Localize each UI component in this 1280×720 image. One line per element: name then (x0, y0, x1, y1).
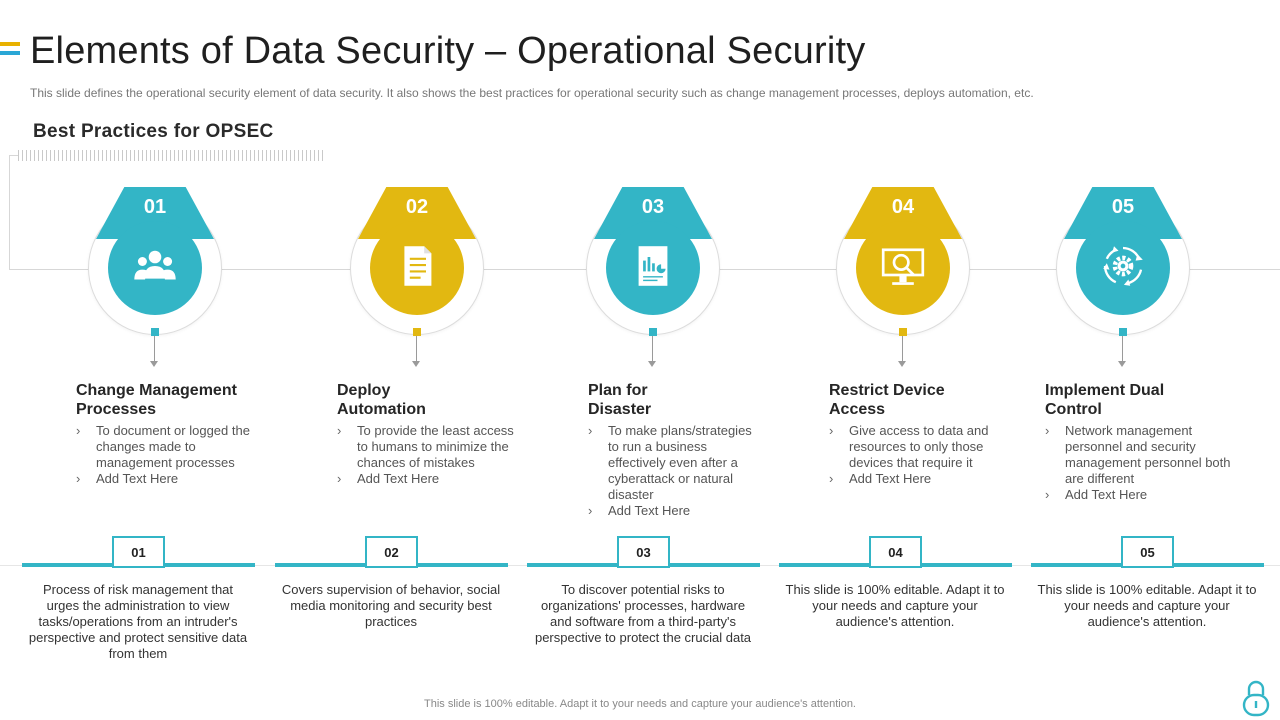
chevron-right-icon: › (588, 503, 593, 518)
bullet-text: To make plans/strategies to run a busine… (608, 423, 752, 502)
bullet-text: Give access to data and resources to onl… (849, 423, 989, 470)
bottom-description: Process of risk management that urges th… (28, 582, 248, 661)
step-title: Restrict Device Access (829, 382, 945, 418)
arrow-down-icon (648, 361, 656, 367)
bullet-text: Add Text Here (1065, 487, 1148, 502)
chevron-right-icon: › (1045, 423, 1050, 438)
step-title: Plan for Disaster (588, 382, 652, 418)
bullet-text: To provide the least access to humans to… (357, 423, 514, 470)
frame-line-top (9, 155, 18, 156)
bottom-number-box: 05 (1121, 536, 1174, 568)
practice-step: 03 Plan for Disaster › To make plans/stra… (538, 183, 768, 518)
practice-step: 02 Deploy Automation › To provide the lea… (302, 183, 532, 513)
bullet-item: › Network management personnel and securi… (1045, 423, 1234, 487)
chevron-right-icon: › (1045, 487, 1050, 502)
lock-icon (1242, 680, 1270, 717)
step-number: 03 (641, 196, 665, 218)
step-title: Implement Dual Control (1045, 382, 1165, 418)
arrow-down-icon (150, 361, 158, 367)
bottom-description: This slide is 100% editable. Adapt it to… (785, 582, 1005, 629)
step-connector (154, 336, 155, 364)
bullet-item: › Add Text Here (337, 471, 528, 487)
step-connector (1122, 336, 1123, 364)
step-bullets: › To provide the least access to humans t… (337, 423, 528, 487)
step-number: 02 (405, 196, 429, 218)
chevron-right-icon: › (337, 423, 342, 438)
step-number: 01 (143, 196, 167, 218)
step-icon-disc (370, 221, 464, 315)
footer-note: This slide is 100% editable. Adapt it to… (424, 698, 856, 710)
arrow-down-icon (412, 361, 420, 367)
bullet-item: › Add Text Here (588, 503, 764, 519)
step-bullets: › Network management personnel and securi… (1045, 423, 1234, 503)
bullet-item: › Add Text Here (1045, 487, 1234, 503)
step-number: 04 (891, 196, 915, 218)
bullet-text: Add Text Here (96, 471, 179, 486)
slide-subtitle: This slide defines the operational secur… (30, 86, 1034, 100)
title-accent-bar-gold (0, 42, 20, 46)
bullet-item: › Add Text Here (829, 471, 1014, 487)
step-title: Deploy Automation (337, 382, 426, 418)
frame-line-left (9, 155, 10, 269)
chevron-right-icon: › (337, 471, 342, 486)
monitor-search-icon (876, 239, 930, 298)
bottom-number-box: 01 (112, 536, 165, 568)
step-dot (649, 328, 657, 336)
bullet-text: To document or logged the changes made t… (96, 423, 250, 470)
bottom-number-box: 03 (617, 536, 670, 568)
bullet-text: Add Text Here (357, 471, 440, 486)
step-icon-disc (108, 221, 202, 315)
title-accent-bar-blue (0, 51, 20, 55)
step-bullets: › Give access to data and resources to on… (829, 423, 1014, 487)
step-dot (151, 328, 159, 336)
gear-cycle-icon (1096, 239, 1150, 298)
section-heading: Best Practices for OPSEC (33, 121, 274, 142)
step-bullets: › To document or logged the changes made … (76, 423, 266, 487)
step-title: Change Management Processes (76, 382, 237, 418)
document-icon (390, 239, 444, 298)
step-dot (1119, 328, 1127, 336)
practice-step: 01 Change Management Processes › To docum… (40, 183, 270, 513)
arrow-down-icon (898, 361, 906, 367)
bottom-number-box: 02 (365, 536, 418, 568)
chevron-right-icon: › (76, 471, 81, 486)
report-icon (626, 239, 680, 298)
bullet-text: Network management personnel and securit… (1065, 423, 1231, 486)
chevron-right-icon: › (588, 423, 593, 438)
step-icon-disc (856, 221, 950, 315)
chevron-right-icon: › (76, 423, 81, 438)
step-bullets: › To make plans/strategies to run a busin… (588, 423, 764, 519)
step-connector (652, 336, 653, 364)
step-connector (902, 336, 903, 364)
bottom-description: Covers supervision of behavior, social m… (281, 582, 501, 629)
step-connector (416, 336, 417, 364)
bullet-item: › To provide the least access to humans t… (337, 423, 528, 471)
hatch-decoration (18, 150, 324, 161)
step-dot (899, 328, 907, 336)
bottom-number-box: 04 (869, 536, 922, 568)
bottom-description: This slide is 100% editable. Adapt it to… (1037, 582, 1257, 629)
team-icon (128, 239, 182, 298)
arrow-down-icon (1118, 361, 1126, 367)
bullet-text: Add Text Here (849, 471, 932, 486)
practice-step: 04 Restrict Device Access › Give access t… (788, 183, 1018, 513)
bullet-item: › Add Text Here (76, 471, 266, 487)
chevron-right-icon: › (829, 471, 834, 486)
bottom-description: To discover potential risks to organizat… (534, 582, 752, 645)
step-number: 05 (1111, 196, 1135, 218)
title-accent (0, 42, 20, 60)
step-dot (413, 328, 421, 336)
practice-step: 05 Implement Dual Control › Network manag… (1008, 183, 1238, 513)
bullet-text: Add Text Here (608, 503, 691, 518)
step-icon-disc (1076, 221, 1170, 315)
bullet-item: › Give access to data and resources to on… (829, 423, 1014, 471)
bullet-item: › To make plans/strategies to run a busin… (588, 423, 764, 503)
bullet-item: › To document or logged the changes made … (76, 423, 266, 471)
chevron-right-icon: › (829, 423, 834, 438)
slide-title: Elements of Data Security – Operational … (30, 30, 866, 72)
step-icon-disc (606, 221, 700, 315)
